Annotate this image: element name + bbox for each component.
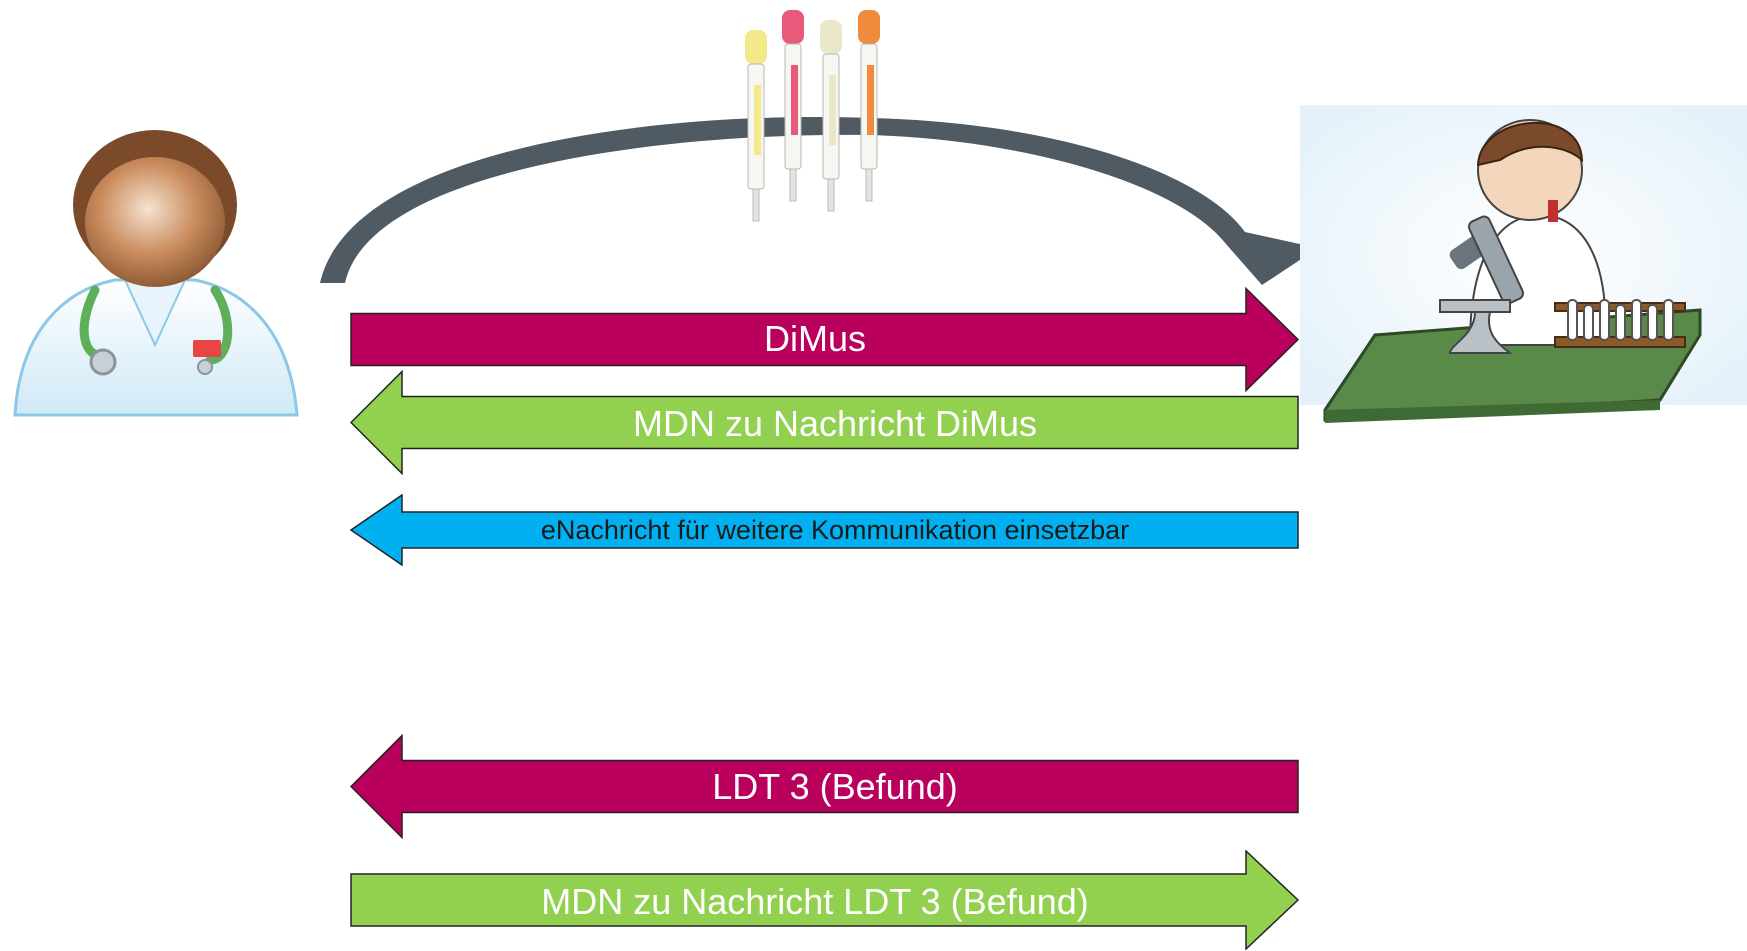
sample-tube bbox=[858, 10, 880, 202]
sample-tube bbox=[782, 10, 804, 202]
message-label-mdn-dimus: MDN zu Nachricht DiMus bbox=[632, 403, 1038, 444]
lab-scientist-microscope-icon bbox=[1300, 105, 1747, 423]
message-label-enachricht: eNachricht für weitere Kommunikation ein… bbox=[540, 514, 1130, 545]
message-label-dimus: DiMus bbox=[763, 318, 866, 359]
sample-tube bbox=[820, 20, 842, 212]
message-label-mdn-ldt3: MDN zu Nachricht LDT 3 (Befund) bbox=[541, 881, 1089, 922]
message-arrow-ldt3-befund bbox=[350, 734, 1299, 839]
message-arrow-mdn-dimus bbox=[350, 370, 1299, 475]
sample-tube bbox=[745, 30, 767, 222]
message-arrow-mdn-ldt3 bbox=[350, 850, 1300, 950]
message-label-ldt3-befund: LDT 3 (Befund) bbox=[712, 766, 958, 807]
doctor-icon bbox=[13, 130, 299, 417]
message-arrow-dimus bbox=[350, 287, 1300, 392]
blood-sample-tubes-icon bbox=[745, 10, 880, 222]
message-arrow-enachricht bbox=[350, 494, 1299, 566]
